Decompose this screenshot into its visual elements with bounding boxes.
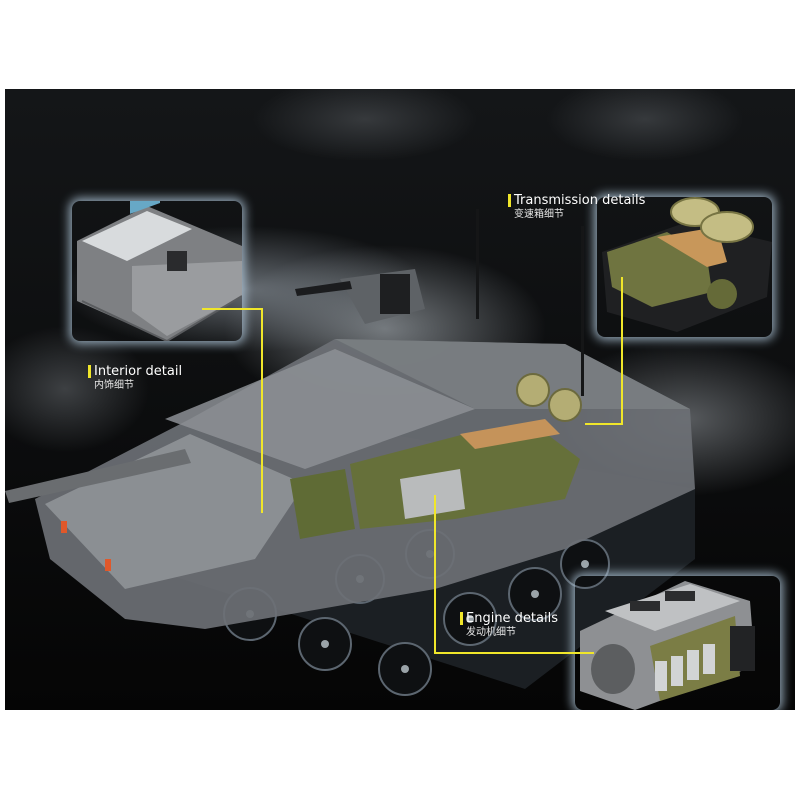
accent-bar xyxy=(460,612,463,625)
engine-callout: Engine details 发动机细节 xyxy=(460,611,558,639)
accent-bar xyxy=(88,365,91,378)
interior-callout: Interior detail 内饰细节 xyxy=(88,364,182,392)
transmission-detail-inset xyxy=(597,197,772,337)
transmission-callout: Transmission details 变速箱细节 xyxy=(508,193,645,221)
engine-detail-inset xyxy=(575,576,780,710)
engine-label-en: Engine details xyxy=(466,611,558,626)
interior-module-illustration xyxy=(77,188,243,343)
transmission-label-en: Transmission details xyxy=(514,193,646,208)
interior-leader-line-v xyxy=(261,308,263,513)
product-photo: Transmission details 变速箱细节 Interior deta… xyxy=(5,89,795,710)
engine-leader-line-h xyxy=(434,652,594,654)
transmission-leader-line-h xyxy=(585,423,623,425)
tank-model-illustration xyxy=(5,209,695,696)
engine-leader-line-v xyxy=(434,495,436,654)
interior-detail-inset xyxy=(72,188,243,343)
interior-label-zh: 内饰细节 xyxy=(94,380,134,391)
transmission-leader-line-v xyxy=(621,277,623,425)
interior-leader-line-h xyxy=(202,308,262,310)
transmission-module-illustration xyxy=(602,197,772,332)
transmission-label-zh: 变速箱细节 xyxy=(514,209,564,220)
engine-module-illustration xyxy=(580,581,755,710)
interior-label-en: Interior detail xyxy=(94,364,183,379)
engine-label-zh: 发动机细节 xyxy=(466,627,516,638)
accent-bar xyxy=(508,194,511,207)
